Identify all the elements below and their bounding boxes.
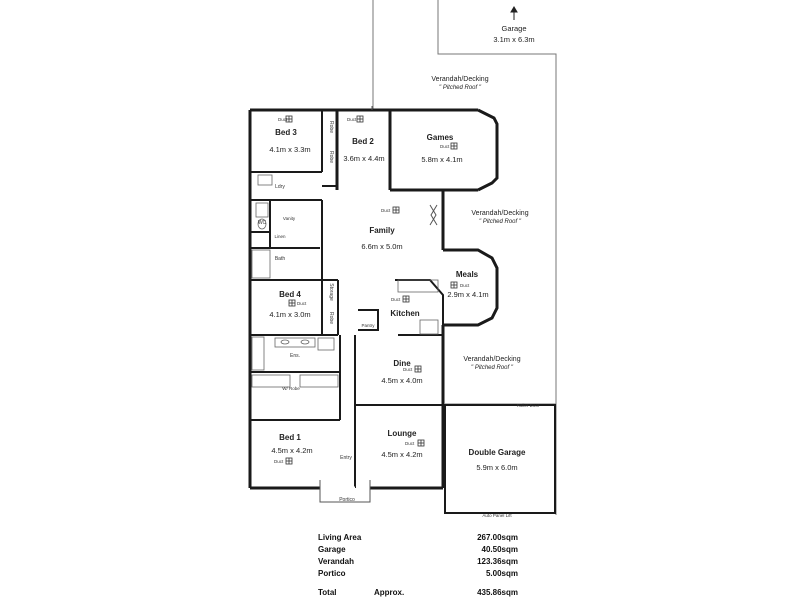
area-name: Living Area (318, 533, 362, 542)
area-name: Portico (318, 569, 346, 578)
kitchen-name: Kitchen (390, 309, 419, 318)
lounge-size: 4.5m x 4.2m (381, 450, 422, 459)
bath-label: Bath (275, 256, 286, 262)
pantry-label: Pantry (361, 323, 375, 328)
verandah-low-name: Verandah/Decking (463, 356, 520, 363)
area-name: Garage (318, 545, 346, 554)
bed3-size: 4.1m x 3.3m (269, 145, 310, 154)
bed1-size: 4.5m x 4.2m (271, 446, 312, 455)
ldry-label: Ldry (275, 184, 285, 190)
verandah-mid-name: Verandah/Decking (471, 210, 528, 217)
linen-label: Linen (274, 234, 286, 239)
area-value: 5.00sqm (485, 569, 518, 578)
bed4-name: Bed 4 (279, 290, 301, 299)
total-approx: Approx. (374, 588, 405, 597)
dine-name: Dine (393, 359, 411, 368)
dine-size: 4.5m x 4.0m (381, 376, 422, 385)
bed4-size: 4.1m x 3.0m (269, 310, 310, 319)
doors (319, 106, 438, 503)
total-value: 435.86sqm (477, 588, 518, 597)
games-name: Games (427, 133, 454, 142)
area-name: Verandah (318, 557, 355, 566)
bed2-size: 3.6m x 4.4m (343, 154, 384, 163)
internal-walls (250, 110, 556, 514)
robe-label: Robe (328, 121, 334, 133)
robe-label: Robe (328, 312, 334, 324)
area-row: Garage 40.50sqm (318, 545, 518, 557)
area-value: 267.00sqm (477, 533, 518, 542)
garage-top-size: 3.1m x 6.3m (493, 35, 534, 44)
duct-label: Duct (405, 441, 415, 446)
wc-label: WC (258, 220, 267, 226)
verandah-top-note: " Pitched Roof " (439, 85, 482, 91)
area-value: 123.36sqm (477, 557, 518, 566)
garage-top-name: Garage (501, 24, 526, 33)
bed2-name: Bed 2 (352, 137, 374, 146)
ens-label: Ens. (290, 353, 300, 359)
verandah-mid-note: " Pitched Roof " (479, 219, 522, 225)
family-name: Family (369, 226, 395, 235)
area-row: Portico 5.00sqm (318, 569, 518, 581)
area-row: Living Area 267.00sqm (318, 533, 518, 545)
entry-label: Entry (340, 455, 352, 461)
family-size: 6.6m x 5.0m (361, 242, 402, 251)
roller-door-label: Roller Door (517, 403, 540, 408)
double-garage-size: 5.9m x 6.0m (476, 463, 517, 472)
house-walls (248, 108, 499, 490)
portico-label: Portico (339, 497, 355, 503)
auto-panel-lift-label: Auto Panel Lift (482, 513, 512, 518)
duct-label: Duct (440, 144, 450, 149)
duct-icon (285, 115, 458, 465)
duct-label: Duct (297, 301, 307, 306)
total-name: Total (318, 588, 337, 597)
storage-label: Storage (328, 283, 334, 301)
verandah-low-note: " Pitched Roof " (471, 365, 514, 371)
robe-label: Robe (328, 151, 334, 163)
double-garage-name: Double Garage (469, 448, 526, 457)
duct-label: Duct (391, 297, 401, 302)
duct-label: Duct (278, 117, 288, 122)
duct-label: Duct (347, 117, 357, 122)
lounge-name: Lounge (388, 429, 417, 438)
verandah-top-name: Verandah/Decking (431, 76, 488, 83)
vanity-label: Vanity (283, 216, 296, 221)
area-total-row: Total Approx. 435.86sqm (318, 588, 518, 600)
meals-size: 2.9m x 4.1m (447, 290, 488, 299)
bed3-name: Bed 3 (275, 128, 297, 137)
duct-label: Duct (403, 367, 413, 372)
area-value: 40.50sqm (481, 545, 518, 554)
duct-label: Duct (274, 459, 284, 464)
games-size: 5.8m x 4.1m (421, 155, 462, 164)
meals-name: Meals (456, 270, 479, 279)
wir-label: W/ Robe (282, 386, 300, 391)
arrow-up-icon (510, 6, 518, 20)
duct-label: Duct (460, 283, 470, 288)
area-row: Verandah 123.36sqm (318, 557, 518, 569)
duct-label: Duct (381, 208, 391, 213)
fixtures (251, 174, 439, 388)
bed1-name: Bed 1 (279, 433, 301, 442)
